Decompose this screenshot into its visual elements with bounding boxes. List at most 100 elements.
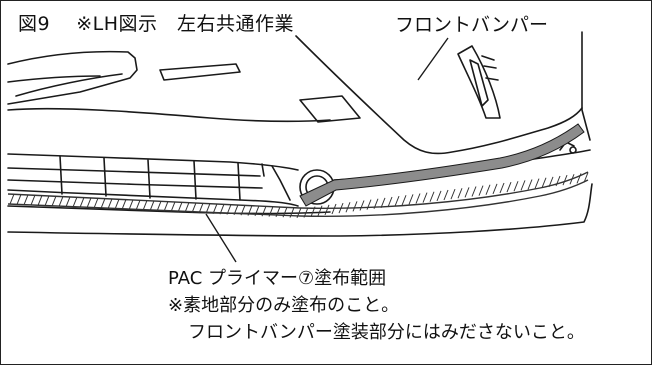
lower-grille-top [7, 153, 299, 171]
hatch-stroke [492, 183, 498, 195]
note-primer-range: PAC プライマー⑦塗布範囲 [168, 268, 387, 289]
hatch-stroke [121, 199, 127, 210]
hatch-stroke [51, 195, 57, 207]
hatch-stroke [289, 207, 295, 218]
hatch-stroke [569, 174, 575, 185]
hatch-stroke [394, 195, 400, 207]
lower-grille-bottom [7, 189, 299, 207]
hatch-stroke [177, 201, 183, 213]
upper-slot [159, 63, 241, 81]
hatch-stroke [345, 202, 351, 213]
hatch-stroke [198, 202, 204, 214]
bumper-side-edge [581, 31, 591, 141]
note-bare-only: ※素地部分のみ塗布のこと。 [168, 295, 400, 316]
hatch-stroke [205, 203, 211, 214]
hatch-stroke [450, 188, 456, 200]
upper-panel-line-2 [7, 75, 101, 83]
hatch-stroke [72, 196, 78, 208]
hatch-stroke [142, 200, 148, 211]
part-leader-line [417, 37, 449, 81]
hatch-stroke [324, 204, 330, 216]
hatch-stroke [443, 189, 449, 201]
hatch-stroke [457, 188, 463, 199]
hatch-stroke [499, 182, 505, 194]
hatch-stroke [149, 200, 155, 211]
hatch-stroke [184, 202, 190, 213]
hatch-stroke [576, 173, 582, 184]
hatch-stroke [562, 174, 568, 186]
hatch-stroke [261, 205, 267, 217]
upper-grille-outline [7, 50, 138, 105]
hatch-stroke [212, 203, 218, 215]
hatch-stroke [366, 199, 372, 210]
hatch-stroke [359, 200, 365, 211]
hatch-stroke [282, 206, 288, 218]
hatch-stroke [296, 207, 302, 219]
hatch-stroke [310, 206, 316, 217]
bumper-body-edge [295, 35, 583, 155]
hatch-stroke [226, 204, 232, 215]
hatch-stroke [191, 202, 197, 214]
hatch-stroke [436, 190, 442, 202]
hatch-stroke [373, 198, 379, 209]
hatch-stroke [275, 206, 281, 218]
hatch-stroke [37, 195, 43, 206]
hatch-stroke [555, 175, 561, 187]
hatch-stroke [58, 196, 64, 207]
upper-recess [299, 95, 361, 123]
hatch-stroke [44, 195, 50, 206]
hatch-stroke [408, 194, 414, 205]
hatch-stroke [541, 177, 547, 188]
figure-number: 図9 [18, 13, 51, 35]
hatch-stroke [478, 185, 484, 196]
lower-grille-ribs [59, 155, 291, 201]
hatch-stroke [93, 197, 99, 209]
hatch-stroke [429, 191, 435, 202]
corner-vent-inner [469, 59, 489, 107]
hatch-stroke [520, 180, 526, 191]
primer-band [299, 123, 585, 207]
hatch-stroke [527, 179, 533, 190]
hatch-stroke [464, 187, 470, 198]
hatch-stroke [240, 204, 246, 216]
hatched-lip-band [7, 171, 589, 219]
part-label: フロントバンパー [395, 14, 548, 36]
hatch-stroke [387, 196, 393, 208]
hatch-stroke [30, 194, 36, 206]
hatch-stroke [268, 206, 274, 217]
leader-line [205, 213, 237, 263]
hatch-stroke [471, 186, 477, 197]
hatch-stroke [156, 200, 162, 212]
lower-grille-bar-1 [7, 167, 261, 177]
hatch-stroke [401, 195, 407, 206]
hatch-stroke [170, 201, 176, 213]
hatch-stroke [86, 197, 92, 208]
hatch-stroke [219, 203, 225, 215]
hatch-stroke [100, 198, 106, 209]
hatch-stroke [548, 176, 554, 188]
hatch-stroke [352, 201, 358, 212]
corner-vent-outer [457, 45, 501, 119]
hatch-stroke [233, 204, 239, 216]
hatch-stroke [114, 198, 120, 210]
hatch-stroke [163, 201, 169, 212]
hatch-stroke [247, 205, 253, 216]
figure-title: 図9 ※LH図示 左右共通作業 [18, 9, 294, 36]
hatch-stroke [16, 194, 22, 205]
hatch-stroke [331, 203, 337, 215]
figure-scope: ※LH図示 左右共通作業 [76, 13, 295, 35]
hatch-stroke [65, 196, 71, 207]
hatch-stroke [128, 199, 134, 210]
hatch-stroke [422, 192, 428, 203]
upper-grille-inner [15, 73, 123, 97]
hatch-stroke [317, 205, 323, 216]
hatch-stroke [415, 193, 421, 204]
note-no-overspray: フロントバンパー塗装部分にはみださないこと。 [188, 322, 585, 343]
hatch-stroke [338, 202, 344, 214]
bumper-bottom-edge [7, 183, 593, 237]
corner-vent-slit [481, 55, 499, 81]
lower-grille-bar-2 [7, 179, 263, 189]
hatch-stroke [107, 198, 113, 209]
